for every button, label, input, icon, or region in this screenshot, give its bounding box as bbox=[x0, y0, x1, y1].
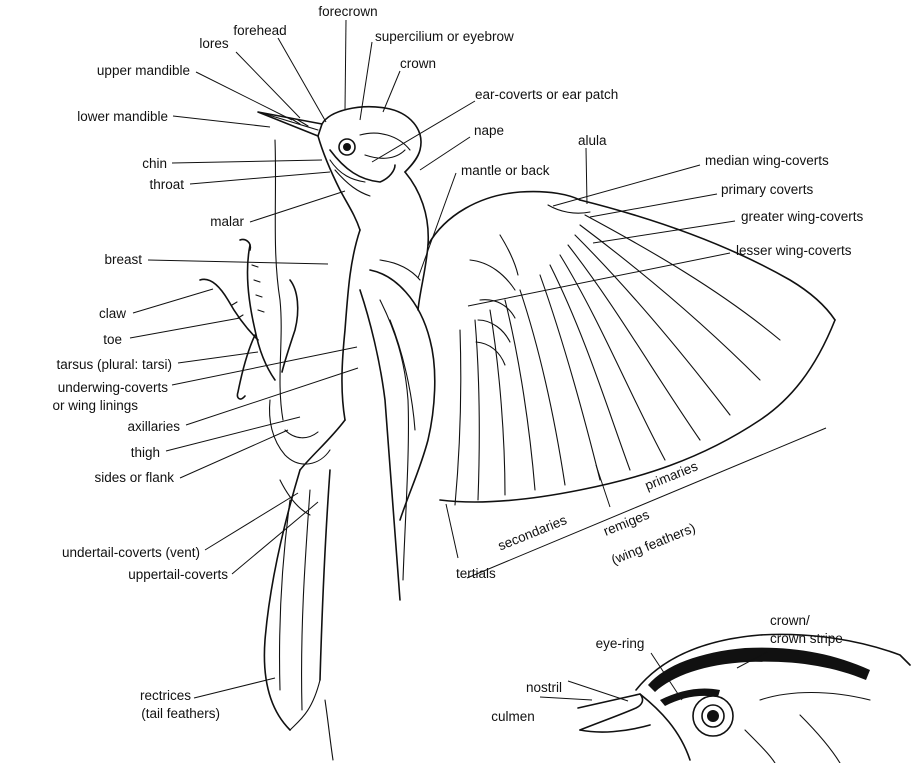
label-tarsus: tarsus (plural: tarsi) bbox=[56, 357, 172, 372]
label-thigh: thigh bbox=[131, 445, 160, 460]
label-secondaries: secondaries bbox=[496, 512, 569, 553]
label-breast: breast bbox=[104, 252, 142, 267]
label-rectrices: rectrices bbox=[140, 688, 191, 703]
label-lower-mandible: lower mandible bbox=[77, 109, 168, 124]
label-eye-ring: eye-ring bbox=[596, 636, 645, 651]
label-malar: malar bbox=[210, 214, 244, 229]
label-lesser-wing-coverts: lesser wing-coverts bbox=[736, 243, 852, 258]
label-nostril: nostril bbox=[526, 680, 562, 695]
label-tertials: tertials bbox=[456, 566, 496, 581]
label-uppertail-coverts: uppertail-coverts bbox=[128, 567, 228, 582]
label-primary-coverts: primary coverts bbox=[721, 182, 814, 197]
label-ear-coverts: ear-coverts or ear patch bbox=[475, 87, 618, 102]
label-toe: toe bbox=[103, 332, 122, 347]
label-crown: crown bbox=[400, 56, 436, 71]
label-forehead: forehead bbox=[233, 23, 286, 38]
label-nape: nape bbox=[474, 123, 504, 138]
label-greater-wing-coverts: greater wing-coverts bbox=[741, 209, 864, 224]
inset-head-illustration bbox=[578, 634, 910, 763]
label-median-wing-coverts: median wing-coverts bbox=[705, 153, 829, 168]
label-chin: chin bbox=[142, 156, 167, 171]
label-inset-crown-stripe: crown stripe bbox=[770, 631, 843, 646]
label-alula: alula bbox=[578, 133, 607, 148]
label-supercilium: supercilium or eyebrow bbox=[375, 29, 514, 44]
label-undertail-coverts: undertail-coverts (vent) bbox=[62, 545, 200, 560]
label-claw: claw bbox=[99, 306, 126, 321]
label-mantle: mantle or back bbox=[461, 163, 550, 178]
label-sides-or-flank: sides or flank bbox=[94, 470, 174, 485]
labels: forecrown forehead lores supercilium or … bbox=[52, 4, 863, 724]
label-culmen: culmen bbox=[491, 709, 535, 724]
label-tail-feathers: (tail feathers) bbox=[141, 706, 220, 721]
label-wing-linings: or wing linings bbox=[52, 398, 138, 413]
label-forecrown: forecrown bbox=[318, 4, 377, 19]
label-underwing-coverts: underwing-coverts bbox=[58, 380, 169, 395]
label-upper-mandible: upper mandible bbox=[97, 63, 190, 78]
label-primaries: primaries bbox=[643, 458, 700, 493]
label-throat: throat bbox=[149, 177, 184, 192]
label-axillaries: axillaries bbox=[127, 419, 180, 434]
label-inset-crown: crown/ bbox=[770, 613, 810, 628]
label-lores: lores bbox=[199, 36, 229, 51]
